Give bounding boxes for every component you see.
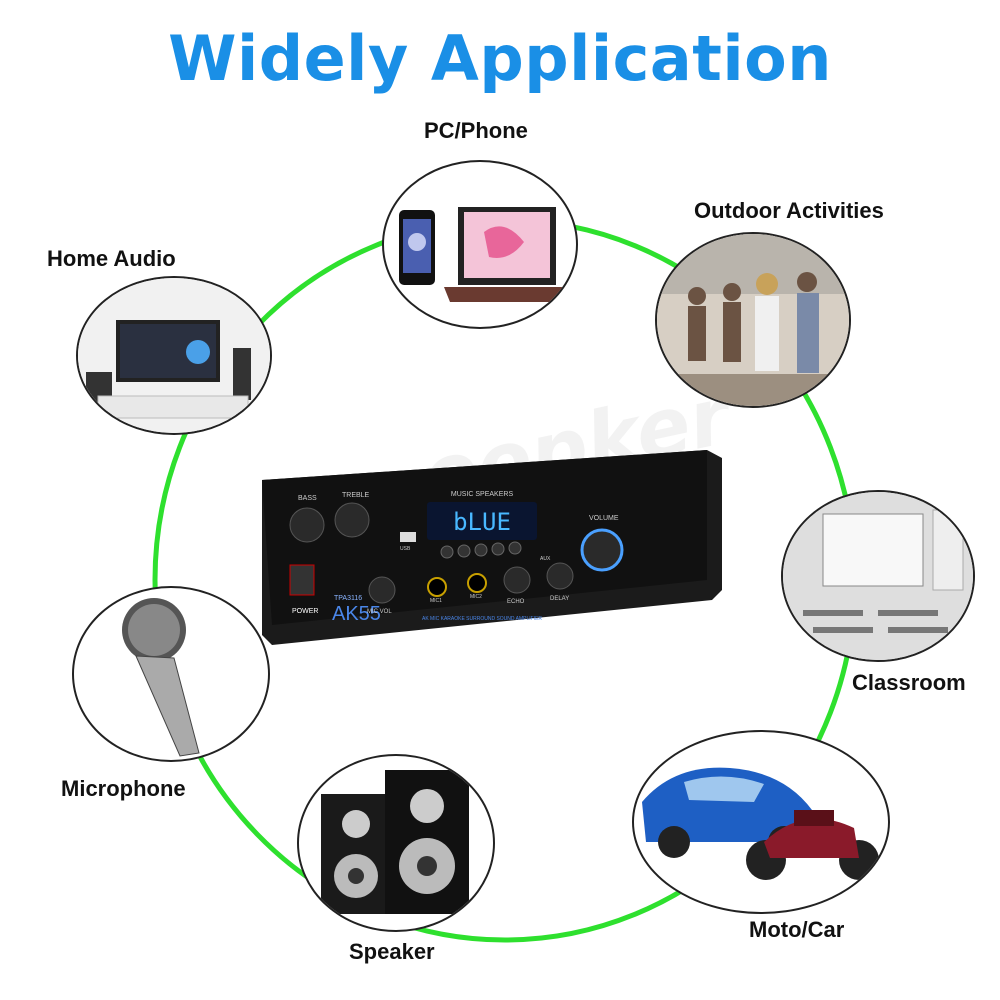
amp-mic2-label: MIC2 — [470, 594, 482, 600]
amp-aux-label: AUX — [540, 556, 551, 562]
speaker-bubble — [297, 754, 495, 932]
treble-knob[interactable] — [334, 502, 370, 538]
pc-phone-label: PC/Phone — [424, 118, 528, 143]
amp-power-label: POWER — [292, 608, 318, 615]
amp-display-text: bLUE — [453, 508, 511, 536]
amp-model: AK55 — [332, 603, 381, 625]
page-title: Widely Application — [168, 22, 832, 95]
speaker-label: Speaker — [349, 939, 435, 964]
pc-phone-bubble — [382, 160, 578, 329]
mic2-jack[interactable] — [467, 573, 487, 593]
tv-icon — [78, 278, 270, 433]
power-switch[interactable] — [289, 564, 315, 596]
amp-button[interactable] — [457, 544, 471, 558]
home-audio-label: Home Audio — [47, 246, 176, 271]
amp-button[interactable] — [440, 545, 454, 559]
mic-vol-knob[interactable] — [368, 576, 396, 604]
echo-knob[interactable] — [503, 566, 531, 594]
mic1-jack[interactable] — [427, 577, 447, 597]
classroom-bubble — [781, 490, 975, 662]
outdoor-label: Outdoor Activities — [694, 198, 884, 223]
amp-strip-text: AK MIC KARAOKE SURROUND SOUND AMPLIFIER — [422, 616, 542, 622]
crowd-icon — [657, 234, 849, 406]
amp-usb-label: USB — [400, 546, 411, 552]
amp-display — [427, 502, 537, 540]
delay-knob[interactable] — [546, 562, 574, 590]
amp-treble-label: TREBLE — [342, 492, 370, 499]
microphone-label: Microphone — [61, 776, 186, 801]
amp-button[interactable] — [491, 542, 505, 556]
laptop-phone-icon — [399, 207, 570, 302]
amp-echo-label: ECHO — [507, 599, 525, 605]
amp-button[interactable] — [508, 541, 522, 555]
volume-knob[interactable] — [580, 528, 624, 572]
microphone-icon — [122, 598, 200, 757]
classroom-icon — [783, 492, 973, 660]
car-motorcycle-icon — [642, 767, 879, 880]
amp-delay-label: DELAY — [550, 596, 569, 602]
amp-bass-label: BASS — [298, 495, 317, 502]
home-audio-bubble — [76, 276, 272, 435]
amp-volume-label: VOLUME — [589, 515, 619, 522]
usb-port[interactable] — [400, 532, 416, 542]
amp-panel-text: MUSIC SPEAKERS — [451, 491, 514, 498]
classroom-label: Classroom — [852, 670, 966, 695]
moto-car-label: Moto/Car — [749, 917, 845, 942]
amp-mic1-label: MIC1 — [430, 598, 442, 604]
moto-car-bubble — [632, 730, 890, 914]
microphone-bubble — [72, 586, 270, 762]
speaker-icon — [321, 770, 469, 914]
amplifier-device: bLUE MUSIC SPEAKERS AK55 TPA3116 POWER B… — [262, 450, 722, 645]
outdoor-bubble — [655, 232, 851, 408]
bass-knob[interactable] — [289, 507, 325, 543]
amp-micvol-label: MIC VOL — [367, 609, 392, 615]
amp-button[interactable] — [474, 543, 488, 557]
amp-chip: TPA3116 — [334, 595, 362, 602]
